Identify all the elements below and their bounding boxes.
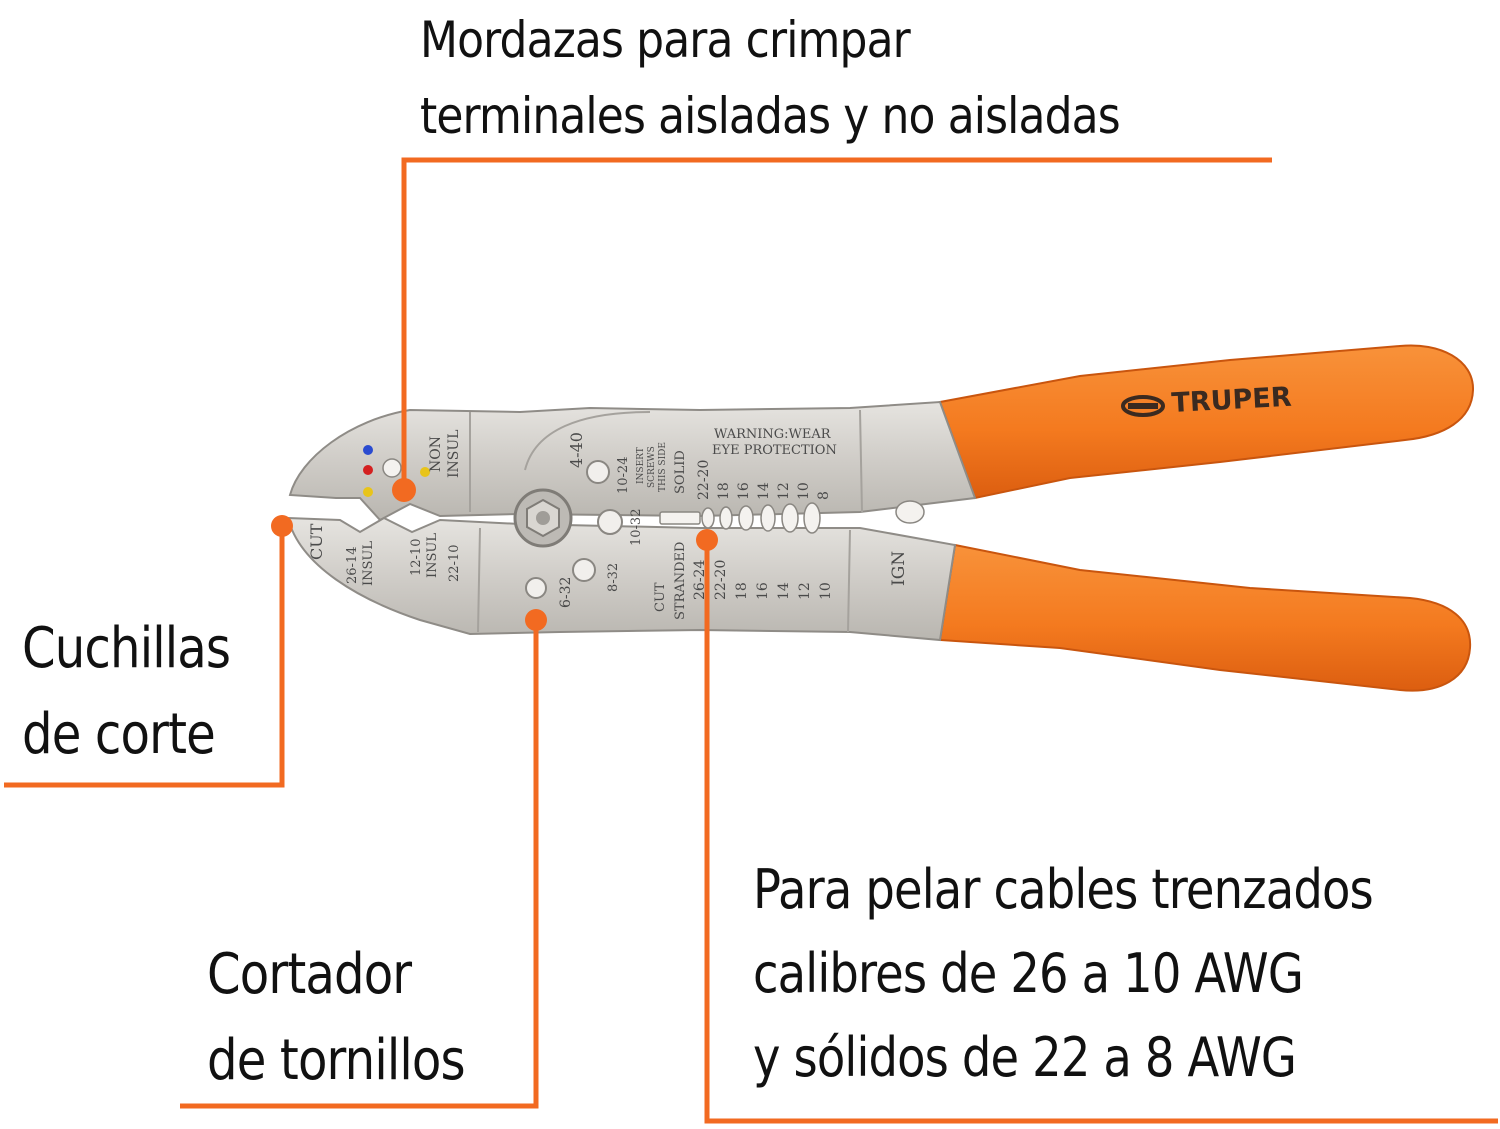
stranded-gauge-label-1: 22-20 bbox=[713, 560, 729, 600]
callout-wire-stripper-line3: y sólidos de 22 a 8 AWG bbox=[753, 1026, 1297, 1089]
terminal-color-dots bbox=[363, 445, 430, 497]
lower-handle bbox=[938, 543, 1472, 692]
pivot-bolt bbox=[513, 488, 573, 548]
marker-wire-stripper bbox=[696, 529, 718, 551]
callout-crimp-jaws-line2: terminales aisladas y no aisladas bbox=[420, 87, 1121, 145]
callout-markers bbox=[271, 478, 718, 631]
engraving-22-10: 22-10 bbox=[447, 545, 462, 582]
solid-gauge-label-1: 18 bbox=[716, 482, 732, 500]
callout-bolt-cutter-line1: Cortador bbox=[207, 942, 412, 1007]
stranded-gauge-label-0: 26-24 bbox=[692, 560, 708, 600]
stranded-gauge-label-3: 16 bbox=[755, 582, 771, 600]
brand-logo: TRUPER bbox=[1171, 382, 1293, 419]
callout-cutting-blades-line1: Cuchillas bbox=[22, 616, 231, 681]
upper-handle bbox=[938, 344, 1475, 500]
callout-wire-stripper-line1: Para pelar cables trenzados bbox=[753, 858, 1374, 921]
engraving-warning: WARNING:WEAR bbox=[714, 427, 832, 442]
solid-gauge-label-2: 16 bbox=[736, 482, 752, 500]
engraving-ign: IGN bbox=[889, 551, 909, 586]
stranded-gauge-label-4: 14 bbox=[776, 582, 792, 600]
engraving-12-10-insul: INSUL bbox=[425, 533, 440, 578]
engraving-non-insul-2: INSUL bbox=[446, 430, 462, 478]
engraving-eye-protection: EYE PROTECTION bbox=[712, 443, 837, 458]
callout-bolt-cutter-line2: de tornillos bbox=[207, 1028, 466, 1093]
callout-cutting-blades: Cuchillas de corte bbox=[22, 606, 231, 778]
marker-crimp-jaws bbox=[392, 478, 416, 502]
engraving-4-40: 4-40 bbox=[567, 432, 586, 468]
marker-cutting-blades bbox=[271, 515, 293, 537]
stranded-gauge-labels: 26-24 22-20 18 16 14 12 10 bbox=[692, 560, 834, 600]
callout-wire-stripper-line2: calibres de 26 a 10 AWG bbox=[753, 942, 1304, 1005]
engraving-this-side: THIS SIDE bbox=[658, 442, 668, 492]
callout-cutting-blades-line2: de corte bbox=[22, 702, 216, 767]
engraving-6-32: 6-32 bbox=[558, 577, 574, 608]
leader-cutting-blades bbox=[4, 526, 285, 788]
callout-crimp-jaws-line1: Mordazas para crimpar bbox=[420, 11, 911, 69]
engraving-26-14: 26-14 bbox=[345, 547, 360, 584]
engraving-10-32: 10-32 bbox=[629, 509, 644, 546]
engraving-12-10: 12-10 bbox=[409, 539, 424, 576]
leader-wire-stripper bbox=[704, 540, 1498, 1124]
callout-leaders bbox=[4, 157, 1498, 1124]
upper-jaw bbox=[288, 400, 977, 522]
solid-gauge-label-5: 10 bbox=[796, 482, 812, 500]
lower-jaw bbox=[286, 516, 957, 642]
stranded-gauge-label-5: 12 bbox=[797, 582, 813, 600]
engraving-stranded: STRANDED bbox=[673, 542, 688, 620]
callout-bolt-cutter: Cortador de tornillos bbox=[207, 932, 466, 1104]
stranded-gauge-label-2: 18 bbox=[734, 582, 750, 600]
callout-wire-stripper: Para pelar cables trenzados calibres de … bbox=[753, 848, 1374, 1100]
engraving-cut-stranded: CUT bbox=[653, 582, 668, 612]
solid-gauge-label-4: 12 bbox=[776, 482, 792, 500]
engraving-insert: INSERT bbox=[636, 447, 646, 484]
engraving-8-32: 8-32 bbox=[606, 563, 621, 592]
callout-crimp-jaws: Mordazas para crimpar terminales aislada… bbox=[420, 2, 1121, 154]
screw-holes bbox=[525, 460, 623, 599]
brand-logo-mark bbox=[1121, 395, 1165, 417]
leader-bolt-cutter bbox=[180, 622, 539, 1109]
engraving-cut: CUT bbox=[307, 523, 326, 560]
engraving-screws: SCREWS bbox=[647, 446, 657, 488]
engraving-non-insul-1: NON bbox=[428, 436, 444, 472]
stranded-gauge-label-6: 10 bbox=[818, 582, 834, 600]
solid-gauge-label-3: 14 bbox=[756, 482, 772, 500]
engraving-10-24: 10-24 bbox=[616, 457, 631, 494]
marker-bolt-cutter bbox=[525, 609, 547, 631]
engraving-solid: SOLID bbox=[673, 450, 688, 494]
leader-crimp-jaws bbox=[401, 157, 1272, 488]
solid-gauge-label-0: 22-20 bbox=[696, 460, 712, 500]
solid-gauge-label-6: 8 bbox=[816, 491, 832, 500]
stripping-notches bbox=[659, 500, 925, 534]
engraving-26-14-insul: INSUL bbox=[361, 541, 376, 586]
